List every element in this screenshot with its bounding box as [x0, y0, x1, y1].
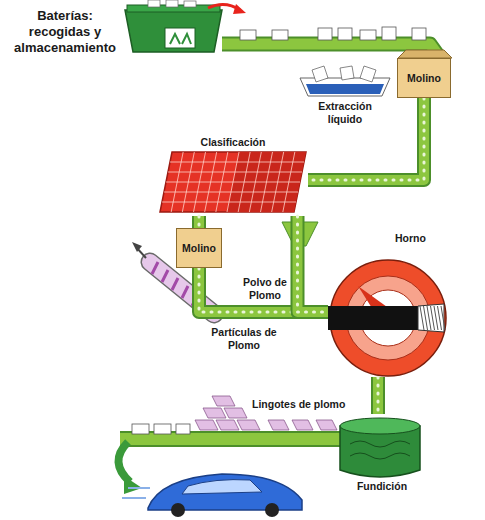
- sign-trees: [170, 34, 191, 44]
- door-hatch: [420, 306, 445, 330]
- part-label: Lingotes de plomo: [252, 398, 345, 411]
- part-label: Extracción líquido: [300, 100, 390, 126]
- furnace-node: Horno: [328, 232, 453, 377]
- conveyor-edge: [298, 216, 329, 312]
- grinder-box: Molino: [397, 58, 451, 98]
- container-sign: [165, 28, 195, 48]
- conveyor-connector: [199, 216, 200, 228]
- stored-batteries: [148, 0, 196, 7]
- curved-arrow-head: [124, 476, 142, 494]
- vat-texture: [350, 441, 410, 459]
- vat-top: [340, 418, 420, 434]
- battery-container: [125, 10, 222, 52]
- molino-hopper: [398, 50, 452, 58]
- battery-icons: [240, 27, 426, 40]
- conveyor-pebbles: [198, 216, 201, 228]
- battery-acid: [306, 84, 384, 94]
- conveyor-connector: [378, 377, 379, 414]
- new-batteries: [132, 424, 190, 434]
- furnace-band: [328, 306, 418, 330]
- node-label: Clasificación: [158, 136, 308, 149]
- curved-arrow: [118, 442, 130, 482]
- sorting-grid-node: Clasificación: [158, 136, 308, 216]
- conveyor-edge: [371, 377, 385, 414]
- part-label: Polvo de Plomo: [236, 276, 294, 302]
- node-label: Molino: [407, 72, 441, 84]
- part-label: Partículas de Plomo: [198, 326, 290, 352]
- conveyor-belt: [373, 377, 383, 414]
- smelting-node: Fundición: [336, 414, 428, 494]
- red-arrow-head: [233, 4, 246, 14]
- conveyor-belt: [298, 216, 329, 312]
- conveyor-pebbles: [298, 216, 329, 312]
- conveyor-pebbles: [377, 377, 380, 414]
- conveyor-belt: [194, 216, 204, 228]
- conveyor-connector: [298, 216, 329, 312]
- grinder-box: Molino: [176, 228, 222, 268]
- grid-plate: [160, 152, 306, 212]
- car: [122, 474, 302, 517]
- furnace-drum: [328, 232, 453, 377]
- furnace-door: [418, 304, 444, 332]
- draining-batteries: [312, 66, 376, 82]
- node-label: Horno: [368, 232, 453, 245]
- conveyor-edge: [192, 216, 206, 228]
- node-label: Fundición: [336, 480, 428, 493]
- node-label: Molino: [182, 242, 216, 254]
- liquid-tray: [300, 78, 390, 96]
- grid-lines: [162, 152, 304, 212]
- output-conveyor: [120, 433, 345, 445]
- diagram-title: Baterías: recogidas y almacenamiento: [6, 8, 124, 56]
